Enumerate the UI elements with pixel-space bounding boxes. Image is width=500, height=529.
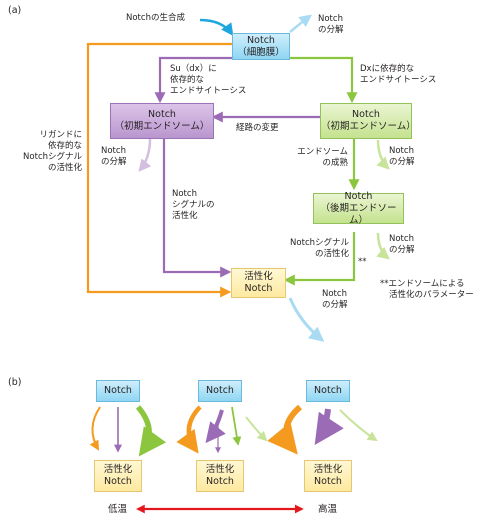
b1-notch-box: Notch (96, 380, 140, 402)
ligand-line3: Notchシグナル (23, 152, 82, 162)
b3-lightgreen-arrow (339, 409, 378, 442)
arrow-su-dx (154, 56, 232, 104)
notch-early-left-line1: Notch (148, 109, 176, 120)
degradation-late-line1: Notch (389, 234, 414, 244)
dx-dependent-line2: エンドサイトーシス (360, 75, 437, 85)
dx-dependent-line1: Dxに依存的な (360, 64, 415, 74)
su-dx-line3: エンドサイトーシス (170, 86, 247, 96)
arrow-late-degradation (376, 232, 390, 260)
degradation-late-line2: の分解 (389, 245, 415, 255)
signal-right-line2: の活性化 (314, 249, 349, 259)
arrow-right-degradation (376, 139, 390, 170)
notch-early-endosome-right-box: Notch （初期エンドソーム） (320, 103, 416, 139)
panel-b-label: (b) (8, 377, 22, 388)
b3-purple-arrow (314, 408, 344, 445)
su-dx-line1: Su（dx）に (170, 64, 217, 74)
activated-notch-line2: Notch (244, 283, 273, 294)
activated-notch-box: 活性化 Notch (231, 268, 286, 298)
notch-early-endosome-left-box: Notch （初期エンドソーム） (110, 103, 214, 139)
notch-early-right-line1: Notch (352, 109, 380, 120)
ligand-line2: 依存的な (47, 141, 82, 151)
degradation-left-line1: Notch (101, 146, 126, 156)
footnote-line2: 活性化のパラメーター (389, 290, 474, 300)
ligand-line1: リガンドに (39, 130, 82, 140)
b1-activated-line1: 活性化 (103, 464, 133, 475)
maturation-line2: の成熟 (322, 158, 348, 168)
b3-activated-box: 活性化 Notch (304, 460, 352, 492)
notch-signal-left-label: Notch シグナルの 活性化 (172, 189, 215, 222)
arrow-synthesis (199, 18, 234, 37)
activated-notch-line1: 活性化 (244, 271, 273, 282)
degradation-top-line1: Notch (318, 14, 343, 24)
notch-signal-right-label: Notchシグナル の活性化 (274, 238, 349, 260)
ligand-line4: の活性化 (47, 163, 82, 173)
ligand-label: リガンドに 依存的な Notchシグナル の活性化 (10, 130, 82, 174)
notch-early-left-line2: （初期エンドソーム） (114, 121, 210, 132)
route-change-label: 経路の変更 (236, 123, 279, 133)
b2-activated-line1: 活性化 (205, 464, 235, 475)
degradation-bottom-line2: の分解 (322, 300, 348, 310)
degradation-left-line2: の分解 (101, 157, 127, 167)
arrow-dx (290, 56, 358, 104)
b2-purple-arrow (205, 409, 226, 444)
notch-late-line2: （後期エンドソーム） (320, 202, 397, 226)
panel-a-label: (a) (8, 5, 22, 16)
arrow-left-signal (162, 139, 232, 278)
double-star-mark: ** (358, 257, 367, 267)
notch-late-line1: Notch (344, 190, 373, 202)
arrow-late-signal (283, 232, 356, 286)
b2-notch-box: Notch (198, 380, 242, 402)
signal-right-line1: Notchシグナル (290, 238, 349, 248)
notch-early-right-line2: （初期エンドソーム） (321, 121, 416, 132)
signal-left-line2: シグナルの (172, 200, 215, 210)
b3-activated-line1: 活性化 (313, 464, 343, 475)
footnote: **エンドソームによる 活性化のパラメーター (380, 279, 474, 301)
endosome-maturation-label: エンドソーム の成熟 (286, 147, 348, 169)
maturation-line1: エンドソーム (297, 147, 348, 157)
b3-activated-line2: Notch (314, 476, 342, 487)
degradation-right-line1: Notch (389, 146, 414, 156)
signal-left-line3: 活性化 (172, 211, 198, 221)
b2-activated-line2: Notch (206, 476, 234, 487)
notch-late-endosome-box: Notch （後期エンドソーム） (313, 190, 404, 226)
su-dx-line2: 依存的な (170, 75, 205, 85)
signal-left-line1: Notch (172, 189, 197, 199)
b2-lightgreen-arrow (245, 416, 268, 442)
dx-dependent-label: Dxに依存的な エンドサイトーシス (360, 64, 436, 86)
arrow-bottom-degradation (288, 297, 325, 342)
su-dx-label: Su（dx）に 依存的な エンドサイトーシス (170, 64, 246, 97)
high-temp-label: 高温 (318, 504, 338, 515)
notch-membrane-box: Notch （細胞膜） (232, 33, 290, 60)
degradation-right-line2: の分解 (389, 157, 415, 167)
b1-notch-label: Notch (104, 385, 132, 396)
b2-notch-label: Notch (206, 385, 234, 396)
footnote-line1: **エンドソームによる (380, 279, 465, 289)
degradation-late: Notch の分解 (389, 234, 415, 256)
arrow-ligand (86, 42, 232, 298)
arrow-membrane-degradation (289, 14, 312, 33)
degradation-bottom: Notch の分解 (322, 289, 348, 311)
degradation-top: Notch の分解 (318, 14, 344, 36)
b1-green-arrow (135, 405, 167, 457)
b1-activated-line2: Notch (104, 476, 132, 487)
low-temp-label: 低温 (108, 504, 128, 515)
notch-synthesis-label: Notchの生合成 (126, 13, 185, 23)
b3-notch-box: Notch (306, 380, 350, 402)
b1-orange-arrow (89, 406, 101, 451)
degradation-right: Notch の分解 (389, 146, 415, 168)
b3-orange-arrow (267, 404, 303, 455)
arrow-left-degradation (138, 138, 152, 172)
degradation-bottom-line1: Notch (322, 289, 347, 299)
b2-orange-arrow (176, 405, 202, 454)
degradation-top-line2: の分解 (318, 25, 344, 35)
notch-membrane-line1: Notch (247, 34, 275, 46)
b2-activated-box: 活性化 Notch (196, 460, 244, 492)
b1-activated-box: 活性化 Notch (94, 460, 142, 492)
notch-membrane-line2: （細胞膜） (237, 46, 285, 58)
b3-notch-label: Notch (314, 385, 342, 396)
degradation-left: Notch の分解 (101, 146, 127, 168)
b2-green-arrow (231, 406, 242, 446)
